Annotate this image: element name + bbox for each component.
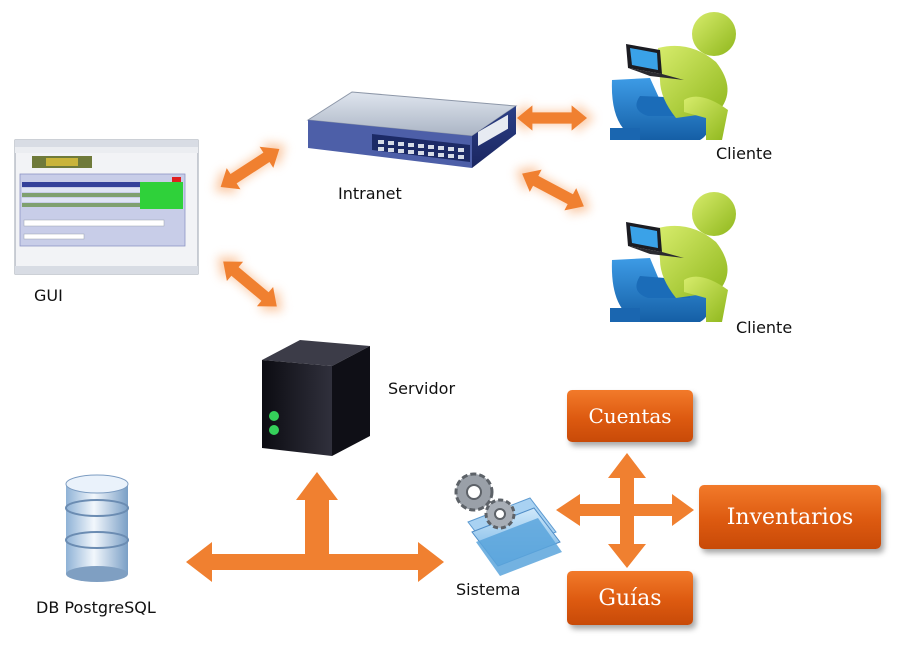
gui-label: GUI bbox=[34, 286, 63, 305]
gui-screenshot-icon bbox=[14, 139, 199, 275]
client-person-icon-2 bbox=[610, 192, 736, 322]
module-guias: Guías bbox=[567, 571, 693, 625]
database-icon bbox=[65, 474, 129, 582]
arrow-sistema-modules bbox=[556, 453, 694, 568]
module-cuentas: Cuentas bbox=[567, 390, 693, 442]
arrow-intranet-cliente-1 bbox=[509, 102, 595, 134]
module-inventarios: Inventarios bbox=[699, 485, 881, 549]
client-person-icon-1 bbox=[610, 12, 736, 140]
arrow-db-sistema-servidor bbox=[186, 472, 444, 582]
module-inventarios-label: Inventarios bbox=[726, 504, 854, 530]
cliente-label-1: Cliente bbox=[716, 144, 773, 163]
arrow-gui-servidor bbox=[207, 244, 293, 324]
servidor-label: Servidor bbox=[388, 379, 456, 398]
arrow-intranet-cliente-2 bbox=[508, 156, 598, 224]
db-label: DB PostgreSQL bbox=[36, 598, 156, 617]
intranet-label: Intranet bbox=[338, 184, 402, 203]
system-gears-icon bbox=[454, 472, 562, 576]
module-guias-label: Guías bbox=[598, 585, 662, 611]
sistema-label: Sistema bbox=[456, 580, 521, 599]
network-switch-icon bbox=[306, 91, 518, 168]
server-icon bbox=[262, 340, 370, 456]
cliente-label-2: Cliente bbox=[736, 318, 793, 337]
arrow-gui-intranet bbox=[206, 132, 294, 204]
module-cuentas-label: Cuentas bbox=[588, 404, 672, 428]
